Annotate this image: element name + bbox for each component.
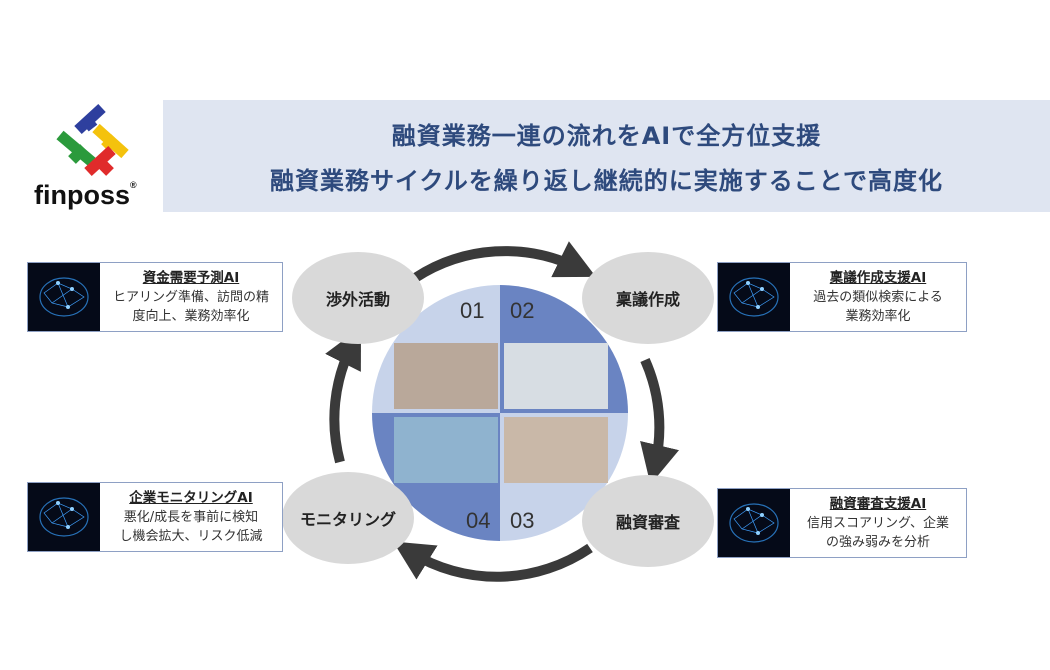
card-title: 企業モニタリングAI — [129, 489, 253, 506]
card-desc: の強み弱みを分析 — [825, 534, 930, 550]
card-desc: 業務効率化 — [845, 308, 911, 324]
card-title: 融資審査支援AI — [829, 495, 927, 512]
step-number-01: 01 — [460, 298, 485, 323]
logo-text: finposs® — [34, 180, 137, 210]
card-desc: 悪化/成長を事前に検知 — [123, 509, 259, 525]
step-number-02: 02 — [510, 298, 535, 323]
card-title: 稟議作成支援AI — [829, 269, 927, 286]
brain-image — [718, 489, 790, 557]
finposs-logo — [56, 103, 129, 177]
photo-dashboard — [394, 417, 498, 483]
brain-image — [718, 263, 790, 331]
headline-2: 融資業務サイクルを繰り返し継続的に実施することで高度化 — [269, 167, 944, 195]
card-desc: 信用スコアリング、企業 — [806, 515, 950, 531]
cycle-arrows — [325, 241, 680, 582]
photo-meeting — [504, 417, 608, 483]
step-monitoring: モニタリング — [282, 472, 414, 564]
brain-image — [28, 483, 100, 551]
card-monitoring-ai: 企業モニタリングAI 悪化/成長を事前に検知し機会拡大、リスク低減 — [27, 482, 283, 552]
card-title: 資金需要予測AI — [142, 269, 240, 286]
step-number-04: 04 — [466, 508, 491, 533]
step-sales-activity: 渉外活動 — [292, 252, 424, 344]
card-review-ai: 融資審査支援AI 信用スコアリング、企業の強み弱みを分析 — [717, 488, 967, 558]
brain-image — [28, 263, 100, 331]
card-demand-forecast-ai: 資金需要予測AI ヒアリング準備、訪問の精度向上、業務効率化 — [27, 262, 283, 332]
card-proposal-ai: 稟議作成支援AI 過去の類似検索による業務効率化 — [717, 262, 967, 332]
card-desc: ヒアリング準備、訪問の精 — [112, 289, 269, 305]
step-number-03: 03 — [510, 508, 535, 533]
step-proposal: 稟議作成 — [582, 252, 714, 344]
photo-analysis — [504, 343, 608, 409]
card-desc: し機会拡大、リスク低減 — [119, 528, 263, 544]
card-desc: 過去の類似検索による — [813, 289, 943, 305]
card-desc: 度向上、業務効率化 — [132, 308, 250, 324]
headline-1: 融資業務一連の流れをAIで全方位支援 — [391, 122, 822, 150]
header-banner: 融資業務一連の流れをAIで全方位支援 融資業務サイクルを繰り返し継続的に実施する… — [163, 100, 1050, 212]
photo-handshake — [394, 343, 498, 409]
step-review: 融資審査 — [582, 475, 714, 567]
